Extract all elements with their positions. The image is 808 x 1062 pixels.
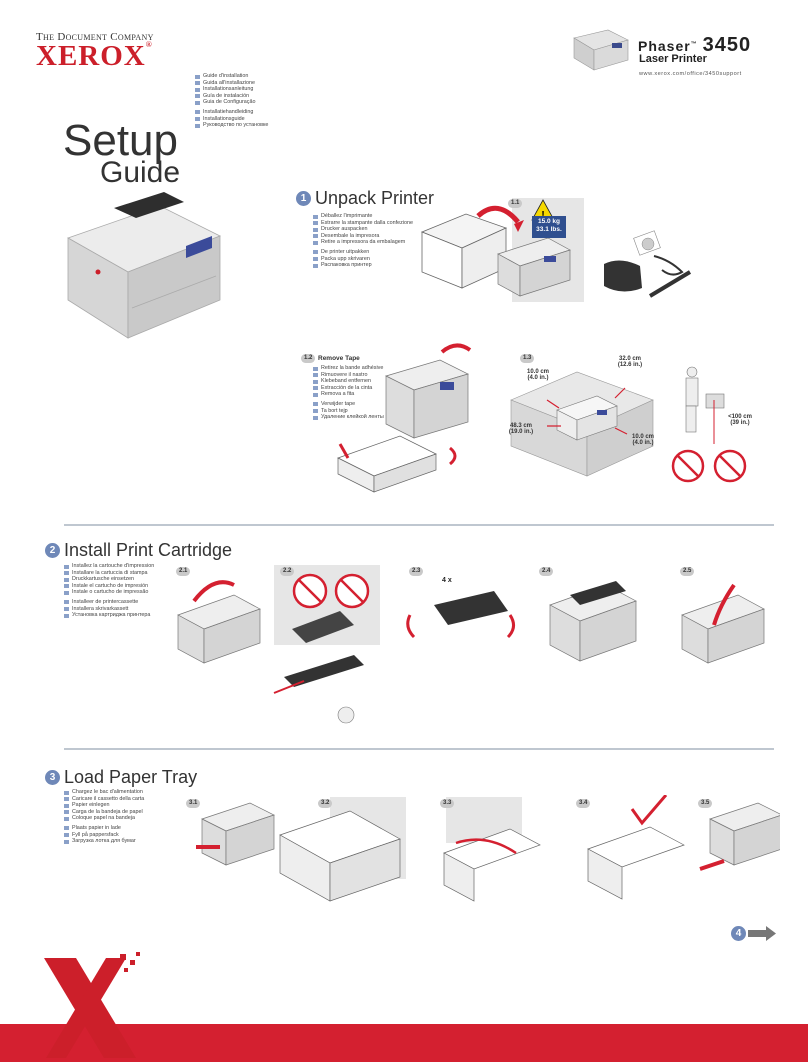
step-badge-1-3: 1.3 [520, 354, 535, 363]
step-badge-3-5: 3.5 [698, 799, 713, 808]
xerox-logo: XEROX® [36, 40, 153, 72]
step-badge-1-1: 1.1 [508, 199, 523, 208]
model-name: Phaser™ 3450 [638, 34, 752, 56]
step-badge-1-2: 1.2 [301, 354, 316, 363]
section-divider [64, 524, 774, 526]
remove-tape-heading: Remove Tape [318, 355, 360, 362]
footer-bar [0, 1024, 808, 1062]
lang-item: Guide d'installation [195, 73, 268, 80]
step-badge-2-2: 2.2 [280, 567, 295, 576]
clearance-bottom-right: 10.0 cm(4.0 in.) [631, 434, 655, 446]
section-title-paper: Load Paper Tray [64, 767, 198, 787]
printer-hero-image [67, 192, 221, 339]
clearance-diagram [510, 371, 654, 477]
page-title-setup: Setup [63, 116, 178, 165]
page-title-guide: Guide [100, 156, 181, 189]
step-badge-2-5: 2.5 [680, 567, 695, 576]
printer-thumbnail-image [573, 29, 629, 71]
next-arrow-icon [748, 926, 776, 941]
section-title-cartridge: Install Print Cartridge [64, 540, 233, 560]
lang-item: Guia de Configuração [195, 99, 268, 106]
step-badge-3-2: 3.2 [318, 799, 333, 808]
height-label: <100 cm(39 in.) [728, 414, 752, 426]
section-number-badge: 2 [45, 543, 60, 558]
remove-tape-illustration [337, 343, 472, 493]
clearance-left: 48.3 cm(19.0 in.) [508, 423, 534, 435]
company-tagline: The Document Company [36, 31, 154, 43]
clearance-top-left: 10.0 cm(4.0 in.) [526, 369, 550, 381]
section-title-unpack: Unpack Printer [315, 188, 435, 208]
height-warning-illustration [671, 366, 747, 483]
next-step-badge: 4 [731, 926, 746, 941]
lang-item: Guida all'installazione [195, 80, 268, 87]
unpack-illustration: ! [420, 199, 692, 298]
xerox-x-logo [44, 952, 140, 1058]
model-subtitle: Laser Printer [639, 53, 707, 65]
lang-item: Руководство по установке [195, 122, 268, 129]
step-badge-2-3: 2.3 [409, 567, 424, 576]
section-divider [64, 748, 774, 750]
lang-item: Installatiehandleiding [195, 109, 268, 116]
step-badge-2-1: 2.1 [176, 567, 191, 576]
lang-item: Installationsguide [195, 116, 268, 123]
step-badge-3-4: 3.4 [576, 799, 591, 808]
svg-text:!: ! [541, 210, 544, 221]
lang-item: Guía de instalación [195, 93, 268, 100]
step-badge-3-1: 3.1 [186, 799, 201, 808]
step-badge-2-4: 2.4 [539, 567, 554, 576]
section-number-badge: 1 [296, 191, 311, 206]
support-url: www.xerox.com/office/3450support [639, 71, 742, 77]
clearance-top-right: 32.0 cm(12.6 in.) [617, 356, 643, 368]
lang-item: Installationsanleitung [195, 86, 268, 93]
cartridge-illustrations [177, 573, 765, 724]
shake-count: 4 x [442, 577, 452, 584]
title-language-list: Guide d'installation Guida all'installaz… [195, 73, 268, 129]
step-badge-3-3: 3.3 [440, 799, 455, 808]
paper-tray-illustrations [196, 795, 780, 902]
section-number-badge: 3 [45, 770, 60, 785]
